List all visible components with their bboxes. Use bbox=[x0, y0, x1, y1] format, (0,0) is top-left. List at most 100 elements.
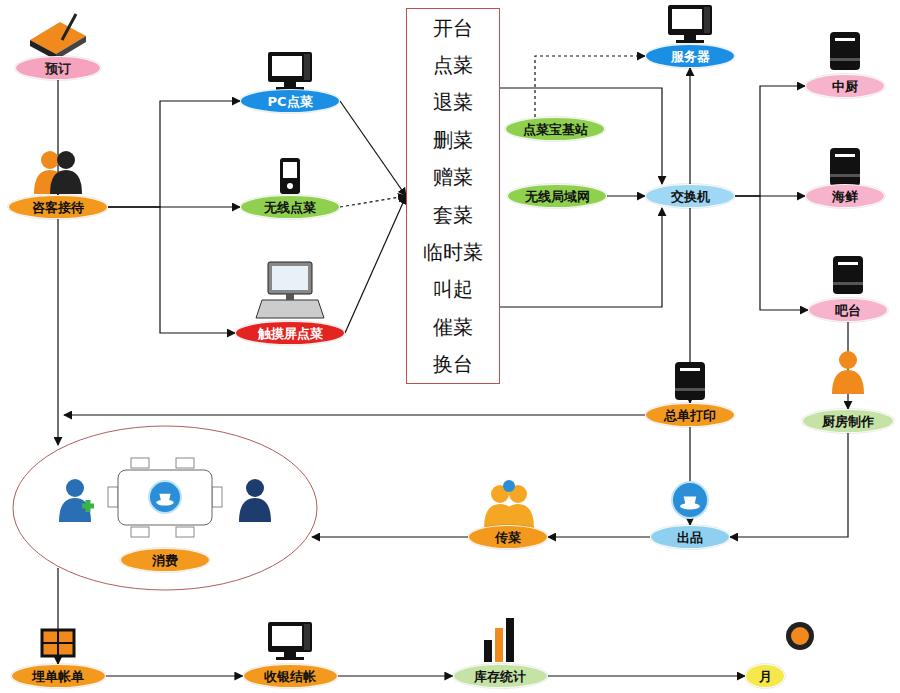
label-ellipse: 库存统计 bbox=[453, 664, 548, 688]
icon-part bbox=[833, 256, 863, 294]
bill-icon bbox=[42, 630, 74, 656]
icon-part bbox=[131, 458, 149, 468]
label-ellipse: 收银结帐 bbox=[243, 664, 338, 688]
icon-part bbox=[272, 266, 308, 290]
printer-icon bbox=[830, 148, 860, 186]
icon-part bbox=[41, 151, 59, 169]
icon-part bbox=[212, 487, 222, 507]
icon-part bbox=[272, 56, 302, 76]
flow-arrow bbox=[312, 536, 468, 537]
flow-arrow bbox=[108, 101, 240, 207]
operation-item: 点菜 bbox=[433, 55, 473, 75]
label-ellipse: 海鲜 bbox=[805, 184, 885, 208]
icon-part bbox=[830, 148, 860, 186]
node-label: 点菜宝基站 bbox=[523, 123, 588, 136]
node-label: 预订 bbox=[45, 62, 71, 75]
icon-part bbox=[304, 624, 310, 650]
icon-part bbox=[286, 294, 294, 300]
icon-part bbox=[280, 158, 300, 194]
icon-part bbox=[680, 368, 700, 371]
icon-part bbox=[256, 300, 324, 318]
node-label: 厨房制作 bbox=[822, 415, 874, 428]
computer-icon bbox=[268, 52, 312, 90]
icon-part bbox=[176, 458, 194, 468]
label-ellipse: 总单打印 bbox=[645, 403, 735, 427]
icon-part bbox=[832, 370, 864, 394]
icon-part bbox=[830, 174, 860, 177]
dish-icon bbox=[672, 482, 708, 518]
operation-item: 赠菜 bbox=[433, 167, 473, 187]
printer-icon bbox=[833, 256, 863, 294]
node-label: 消费 bbox=[152, 554, 178, 567]
icon-part bbox=[676, 40, 704, 43]
icon-part bbox=[246, 479, 264, 497]
flow-arrow bbox=[500, 208, 662, 307]
flow-arrow bbox=[345, 196, 406, 333]
icon-part bbox=[108, 487, 118, 507]
flow-arrow bbox=[340, 101, 406, 196]
icon-part bbox=[284, 82, 296, 87]
icon-part bbox=[484, 640, 492, 662]
flow-arrow bbox=[57, 219, 58, 445]
icon-part bbox=[42, 630, 74, 656]
node-label: 触摸屏点菜 bbox=[258, 327, 323, 340]
icon-part bbox=[276, 657, 304, 660]
icon-part bbox=[684, 35, 696, 40]
operation-item: 临时菜 bbox=[423, 242, 483, 262]
stock-chart-icon bbox=[484, 618, 514, 662]
computer-icon bbox=[668, 5, 712, 43]
operation-item: 换台 bbox=[433, 354, 473, 374]
icon-part bbox=[304, 54, 310, 80]
flow-arrow bbox=[535, 56, 645, 117]
dining-area-outline bbox=[13, 426, 317, 590]
phone-icon bbox=[280, 158, 300, 194]
icon-part bbox=[704, 7, 710, 33]
flow-arrow bbox=[548, 536, 650, 537]
node-label: 无线局域网 bbox=[525, 190, 590, 203]
icon-part bbox=[283, 162, 297, 178]
flow-arrow bbox=[338, 675, 453, 676]
label-ellipse: 无线点菜 bbox=[240, 195, 340, 219]
icon-part bbox=[62, 14, 76, 40]
computer-icon bbox=[268, 622, 312, 660]
flow-arrow bbox=[689, 68, 690, 184]
icon-part bbox=[672, 482, 708, 518]
person-icon bbox=[239, 479, 271, 522]
operation-item: 叫起 bbox=[433, 279, 473, 299]
coin-icon bbox=[786, 622, 814, 650]
icon-part bbox=[495, 628, 503, 662]
pos-terminal-icon bbox=[256, 262, 324, 318]
flow-arrow bbox=[108, 207, 235, 333]
icon-part bbox=[791, 627, 809, 645]
icon-part bbox=[833, 282, 863, 285]
icon-part bbox=[287, 183, 293, 189]
flow-arrow bbox=[106, 675, 243, 676]
flow-arrow bbox=[735, 86, 805, 196]
label-ellipse: 触摸屏点菜 bbox=[235, 321, 345, 345]
person-icon bbox=[50, 151, 82, 194]
icon-part bbox=[50, 170, 82, 194]
label-ellipse: 中厨 bbox=[805, 74, 885, 98]
node-label: 收银结帐 bbox=[264, 670, 316, 683]
icon-part bbox=[42, 630, 74, 656]
flow-arrow bbox=[730, 433, 848, 537]
label-ellipse: 出品 bbox=[650, 525, 730, 549]
icon-part bbox=[118, 470, 212, 525]
table-icon bbox=[108, 458, 222, 537]
label-ellipse: PC点菜 bbox=[240, 89, 340, 113]
icon-part bbox=[835, 154, 855, 157]
node-label: 咨客接待 bbox=[32, 201, 84, 214]
icon-part bbox=[176, 527, 194, 537]
person-icon bbox=[832, 351, 864, 394]
flow-arrow bbox=[500, 88, 662, 184]
dish-icon bbox=[149, 481, 181, 513]
label-ellipse: 无线局域网 bbox=[507, 184, 607, 208]
label-ellipse: 交换机 bbox=[645, 184, 735, 208]
node-label: 交换机 bbox=[671, 190, 710, 203]
icon-part bbox=[272, 626, 302, 646]
flow-arrow bbox=[735, 196, 808, 310]
label-ellipse: 传菜 bbox=[468, 525, 548, 549]
icon-part bbox=[675, 388, 705, 391]
operation-item: 退菜 bbox=[433, 92, 473, 112]
